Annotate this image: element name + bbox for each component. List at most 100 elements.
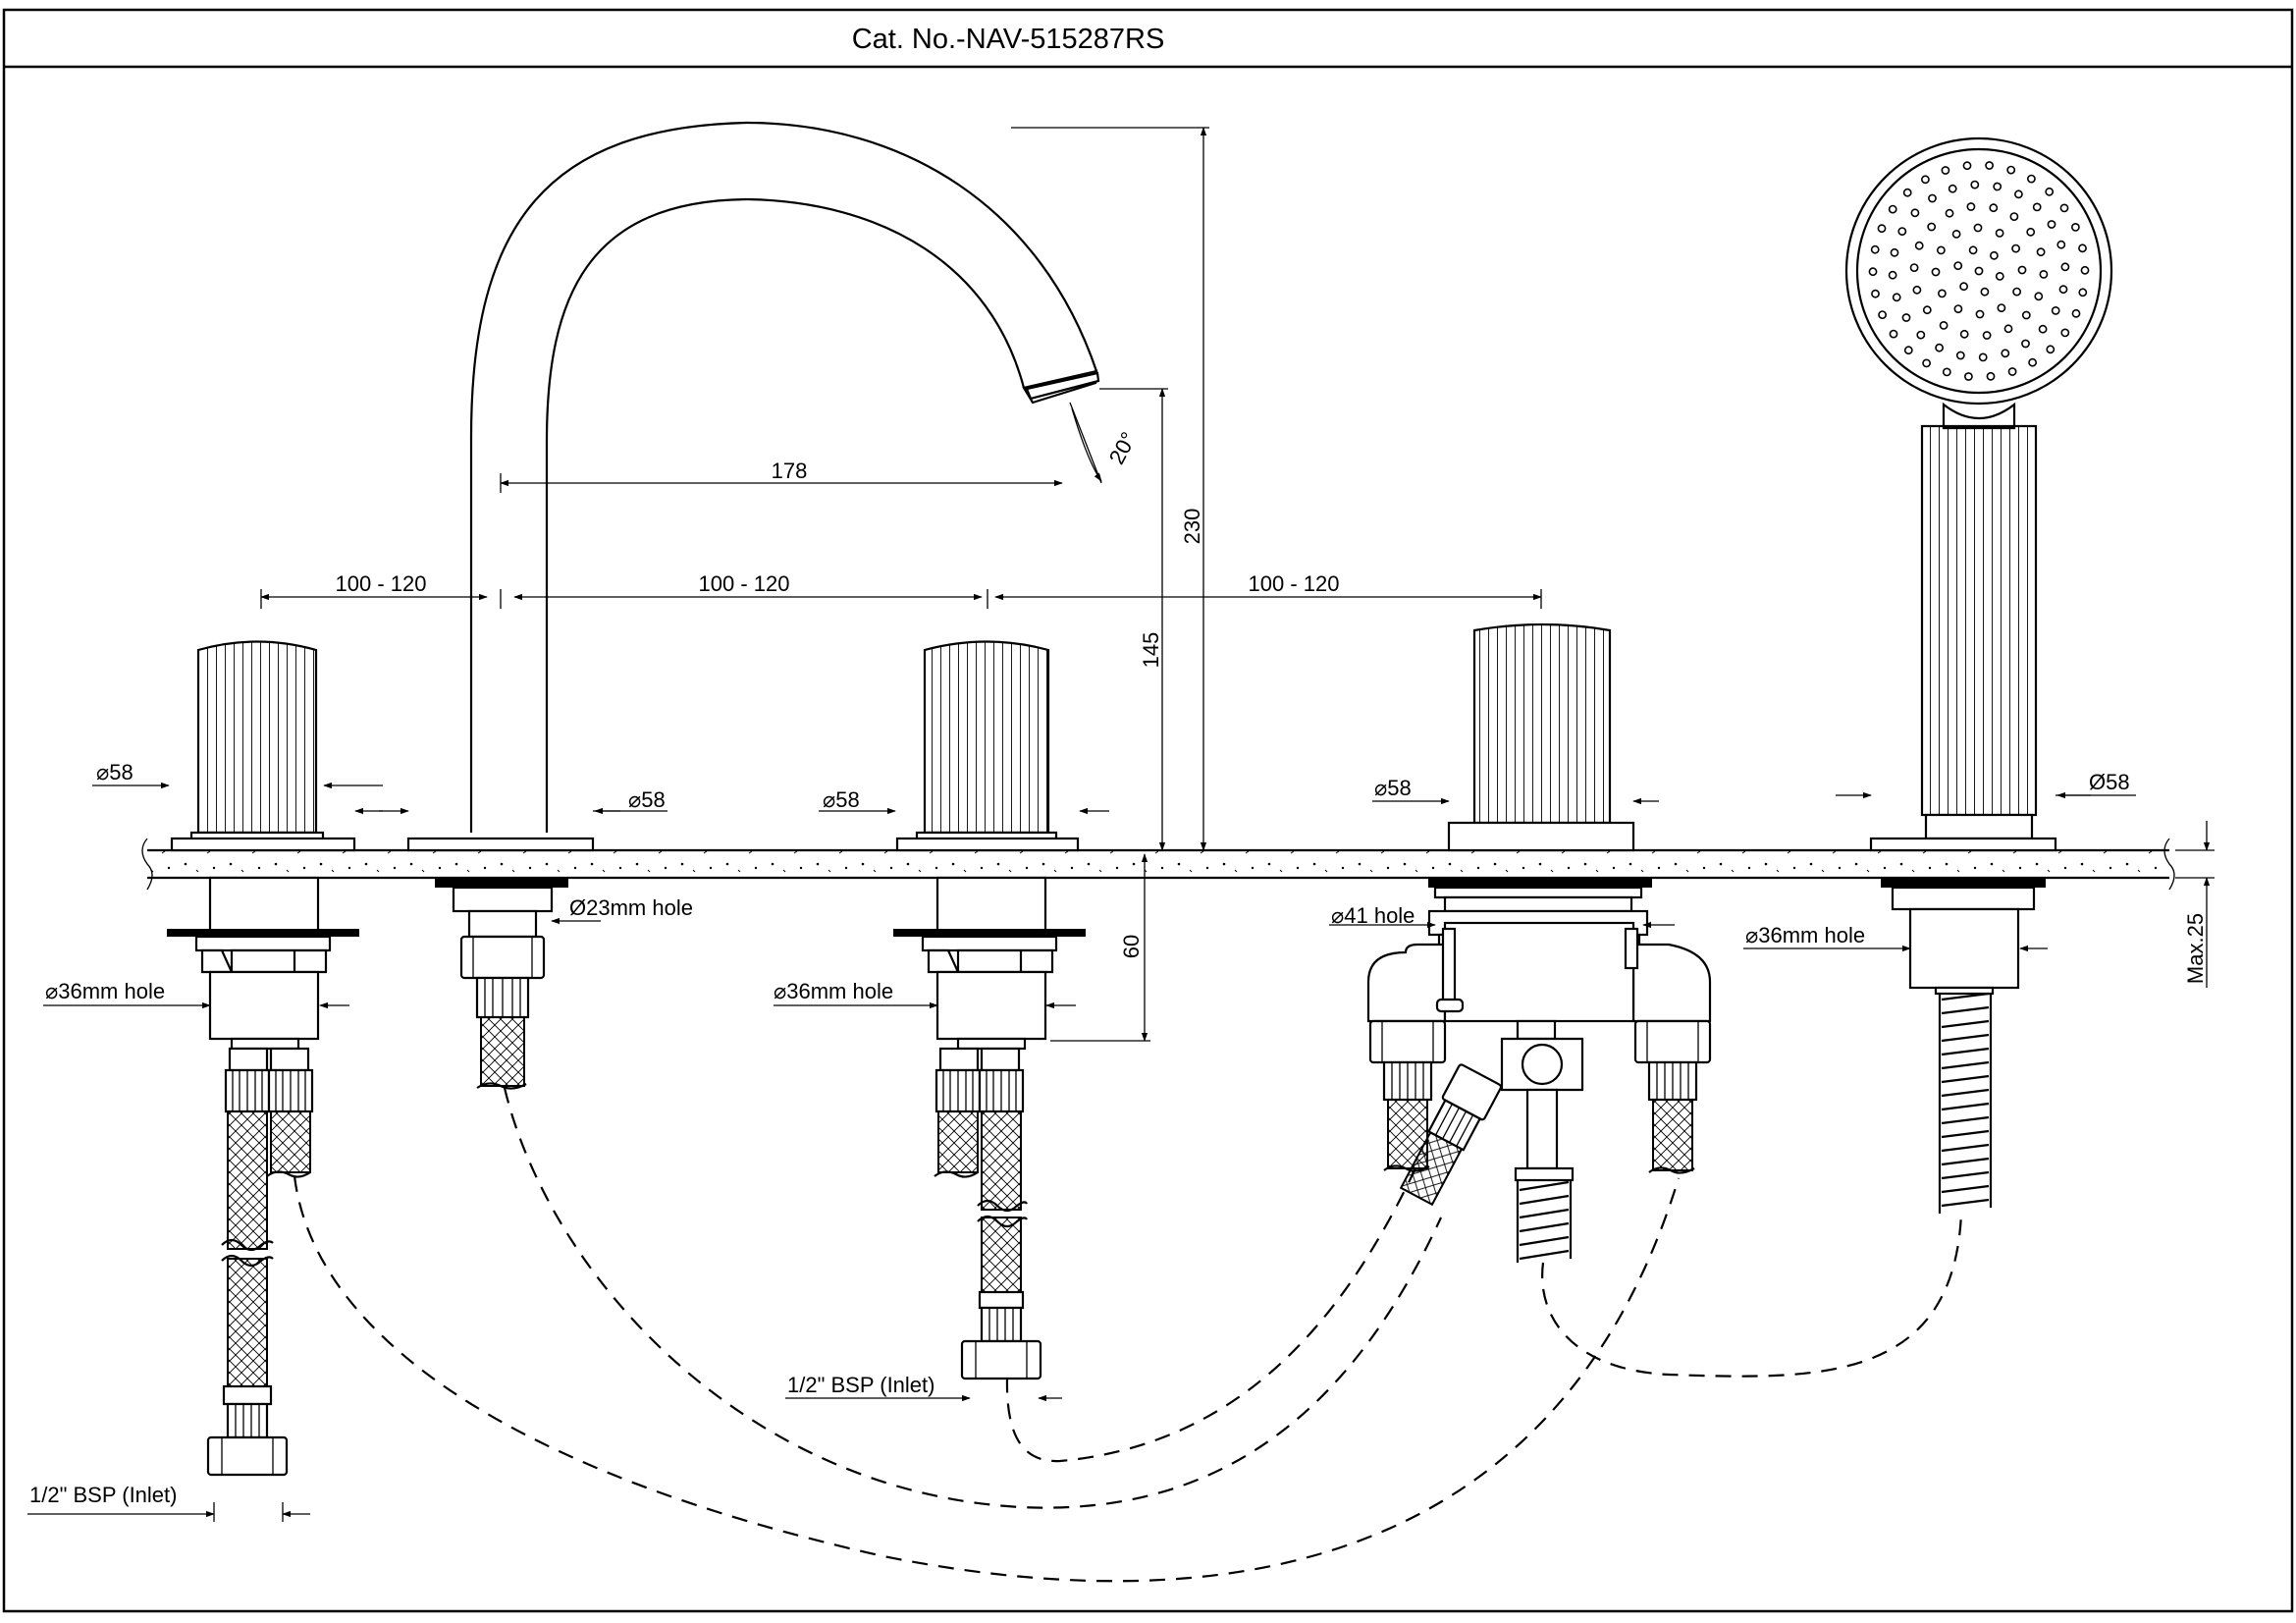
spray-hole [1903, 346, 1913, 355]
spray-hole [1945, 208, 1954, 218]
spout-reach-label: 178 [772, 459, 808, 483]
spacing-middle-label: 100 - 120 [699, 571, 790, 596]
spray-hole [2058, 285, 2068, 295]
left-handle-valve [167, 640, 359, 1477]
spray-hole [1986, 371, 1996, 381]
dia-left-handle-label: ⌀58 [96, 760, 133, 784]
spray-hole [2026, 227, 2036, 237]
spray-hole [1922, 358, 1931, 368]
spray-hole [2059, 203, 2069, 213]
spray-hole [2007, 367, 2017, 376]
hand-shower [1844, 136, 2113, 1214]
spray-hole [1877, 224, 1887, 234]
spray-hole [2001, 349, 2010, 358]
spray-hole [1912, 285, 1922, 295]
spray-hole [1948, 184, 1957, 193]
dia-mid-handle-label: ⌀58 [823, 787, 860, 812]
inlet-left-label: 1/2" BSP (Inlet) [29, 1483, 177, 1507]
spray-hole [1868, 267, 1878, 277]
hole-left-label: ⌀36mm hole [45, 979, 165, 1003]
hose-routes [293, 1087, 1963, 1583]
spray-hole [1964, 372, 1973, 381]
spray-hole [2038, 324, 2048, 334]
spray-hole [2021, 310, 2031, 320]
spray-hole [2003, 324, 2013, 334]
spray-hole [2012, 287, 2021, 297]
spray-hole [1955, 351, 1965, 360]
spray-hole [1897, 227, 1907, 236]
spray-hole [2028, 357, 2037, 367]
spray-hole [1995, 228, 2004, 238]
spray-hole [1959, 282, 1968, 292]
spray-hole [1990, 250, 1999, 260]
spray-hole [1931, 267, 1941, 277]
max-deck-label: Max.25 [2183, 913, 2208, 984]
spray-hole [1970, 180, 1980, 189]
spray-hole [1914, 241, 1924, 250]
hole-spout-label: Ø23mm hole [569, 895, 693, 920]
spray-hole [1997, 303, 2006, 312]
spray-hole [1995, 271, 2004, 281]
spray-hole [2060, 262, 2070, 272]
spray-hole [1890, 247, 1899, 257]
spray-hole [2026, 174, 2036, 184]
spout [406, 121, 1100, 1090]
spray-hole [2034, 292, 2044, 301]
spacing-right-label: 100 - 120 [1249, 571, 1340, 596]
spray-hole [1909, 263, 1919, 272]
spray-hole [1951, 229, 1961, 239]
spray-hole [1982, 331, 1992, 340]
spray-hole [2032, 202, 2042, 212]
spray-hole [2078, 288, 2088, 298]
spray-hole [1968, 245, 1978, 255]
dimension-lines [27, 127, 2215, 1522]
spray-hole [1978, 352, 1988, 362]
spray-hole [1916, 330, 1926, 340]
spray-hole [2036, 247, 2046, 257]
spray-hole [1993, 182, 2002, 191]
dia-spout-label: ⌀58 [628, 787, 666, 812]
spray-hole [1922, 305, 1932, 315]
spray-hole [2080, 265, 2090, 275]
spray-hole [2078, 243, 2087, 253]
spray-hole [1974, 266, 1984, 276]
dia-shower-label: Ø58 [2089, 770, 2130, 794]
spray-hole [1980, 287, 1990, 297]
spray-hole [1973, 223, 1983, 233]
spray-hole [2070, 222, 2080, 232]
spray-hole [2047, 220, 2056, 229]
diverter-valve [1366, 622, 1712, 1263]
spout-height-label: 230 [1180, 509, 1204, 545]
spray-hole [1927, 222, 1937, 232]
handle-height-label: 145 [1139, 632, 1163, 669]
spray-hole [2056, 240, 2066, 249]
spray-hole [1870, 244, 1880, 254]
shower-spray-holes [1868, 161, 2090, 381]
hole-shower-label: ⌀36mm hole [1745, 923, 1865, 947]
spray-hole [1953, 261, 1963, 270]
spray-hole [1941, 166, 1950, 175]
spray-hole [1939, 320, 1949, 330]
spray-hole [2009, 212, 2019, 221]
spray-hole [1902, 188, 1912, 197]
spray-hole [1889, 329, 1898, 339]
spray-hole [1966, 202, 1976, 211]
spray-hole [2006, 165, 2016, 175]
spray-hole [1938, 289, 1947, 298]
spray-hole [1892, 293, 1901, 302]
spray-hole [1989, 203, 1999, 213]
catalog-title: Cat. No.-NAV-515287RS [852, 24, 1165, 55]
spray-hole [1975, 309, 1985, 319]
spray-hole [2039, 269, 2049, 279]
spray-hole [1888, 204, 1897, 214]
spray-hole [2051, 305, 2060, 315]
spray-hole [2060, 328, 2070, 338]
spray-hole [1878, 310, 1887, 319]
dia-diverter-label: ⌀58 [1374, 776, 1412, 800]
spray-hole [1935, 343, 1944, 352]
spray-hole [2021, 339, 2030, 349]
spray-hole [2013, 189, 2023, 199]
spray-hole [1910, 208, 1920, 218]
hole-diverter-label: ⌀41 hole [1331, 903, 1415, 928]
spray-hole [1871, 289, 1880, 298]
